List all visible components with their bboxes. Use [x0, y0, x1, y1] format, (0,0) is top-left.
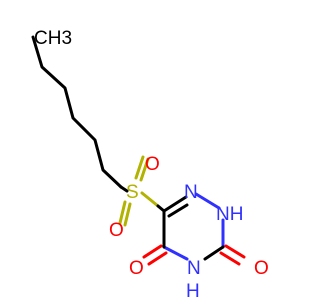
sulfur-label: S — [126, 182, 139, 203]
sulfonyl-double-bond-top — [134, 155, 150, 182]
sulfonyl-double-bond-bottom — [118, 200, 132, 227]
ring-n-top-label: N — [184, 182, 198, 203]
sulfonyl-to-ring-bond — [140, 191, 160, 208]
ring-h-bottom-label: H — [186, 281, 200, 300]
carbonyl-double-bond-right — [219, 244, 246, 266]
ring-o-right-label: O — [254, 258, 269, 279]
ring-bond-c3-n4 — [203, 245, 225, 261]
methyl-label: CH3 — [34, 28, 72, 49]
ring-nh-right-label: NH — [216, 204, 243, 225]
ring-o-left-label: O — [129, 258, 144, 279]
ring-bond-n4-c5 — [162, 245, 189, 261]
carbonyl-double-bond-left — [142, 244, 168, 266]
oxygen-top-label: O — [145, 154, 160, 175]
atom-labels: CH3 S O O N NH N H O O — [34, 28, 269, 300]
chemical-structure-diagram: CH3 S O O N NH N H O O — [31, 28, 269, 300]
ring-bond-n1-n2 — [194, 192, 221, 210]
ring-n-bottom-label: N — [187, 258, 201, 279]
hexyl-chain-bond — [31, 35, 123, 189]
oxygen-bottom-label: O — [109, 220, 124, 241]
sulfonyl-to-chain-bond — [119, 185, 129, 193]
ring-bond-c6-n1-double — [167, 203, 189, 218]
ring-bond-c6-n1 — [162, 195, 188, 213]
bond-lines — [31, 35, 246, 266]
